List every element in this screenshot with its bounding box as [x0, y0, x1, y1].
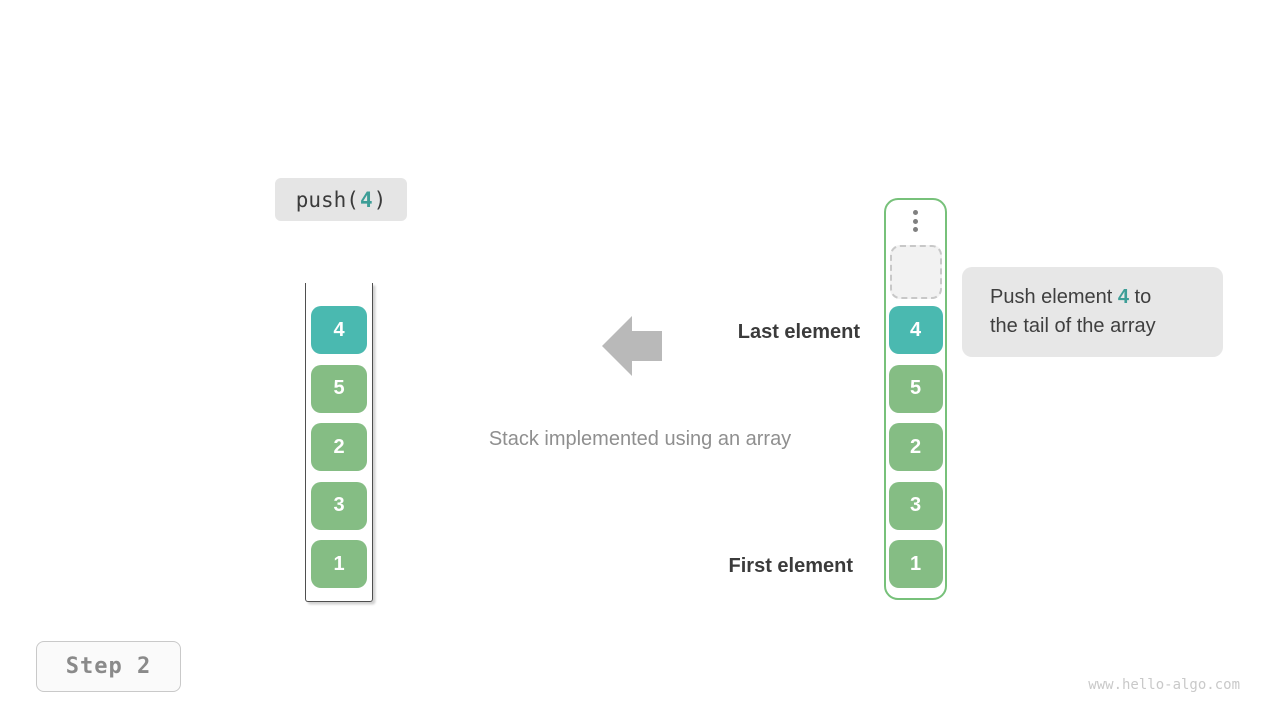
arrow-left-icon [602, 316, 662, 376]
last-element-label: Last element [737, 321, 860, 343]
callout-bubble: Push element 4 to the tail of the array [962, 267, 1223, 357]
stack-cell: 2 [888, 423, 943, 471]
vertical-ellipsis-icon [913, 210, 918, 232]
stack-cell: 1 [311, 540, 367, 588]
stack-cell: 2 [311, 423, 367, 471]
first-element-label: First element [728, 555, 853, 577]
push-operation-prefix: push( [295, 187, 359, 212]
empty-array-slot [889, 245, 942, 299]
push-operation-suffix: ) [373, 187, 387, 212]
stack-container: 4 5 2 3 1 [305, 283, 373, 602]
stack-cell: 4 [888, 306, 943, 354]
array-cells: 4 5 2 3 1 [888, 306, 943, 588]
step-badge: Step 2 [36, 641, 181, 692]
stack-cells: 4 5 2 3 1 [311, 306, 367, 588]
callout-arg: 4 [1117, 286, 1129, 308]
stack-cell: 5 [888, 364, 943, 413]
stack-cell: 5 [311, 364, 367, 413]
stack-cell: 3 [888, 481, 943, 530]
stack-cell: 1 [888, 540, 943, 588]
diagram-caption: Stack implemented using an array [488, 428, 792, 450]
stack-cell: 3 [311, 481, 367, 530]
callout-line1: Push element 4 to [990, 286, 1152, 308]
push-operation-arg: 4 [359, 187, 373, 212]
watermark: www.hello-algo.com [1088, 677, 1240, 693]
push-operation-label: push(4) [275, 178, 407, 221]
callout-line2: the tail of the array [990, 315, 1156, 337]
stack-cell: 4 [311, 306, 367, 354]
array-container: 4 5 2 3 1 [884, 198, 947, 600]
